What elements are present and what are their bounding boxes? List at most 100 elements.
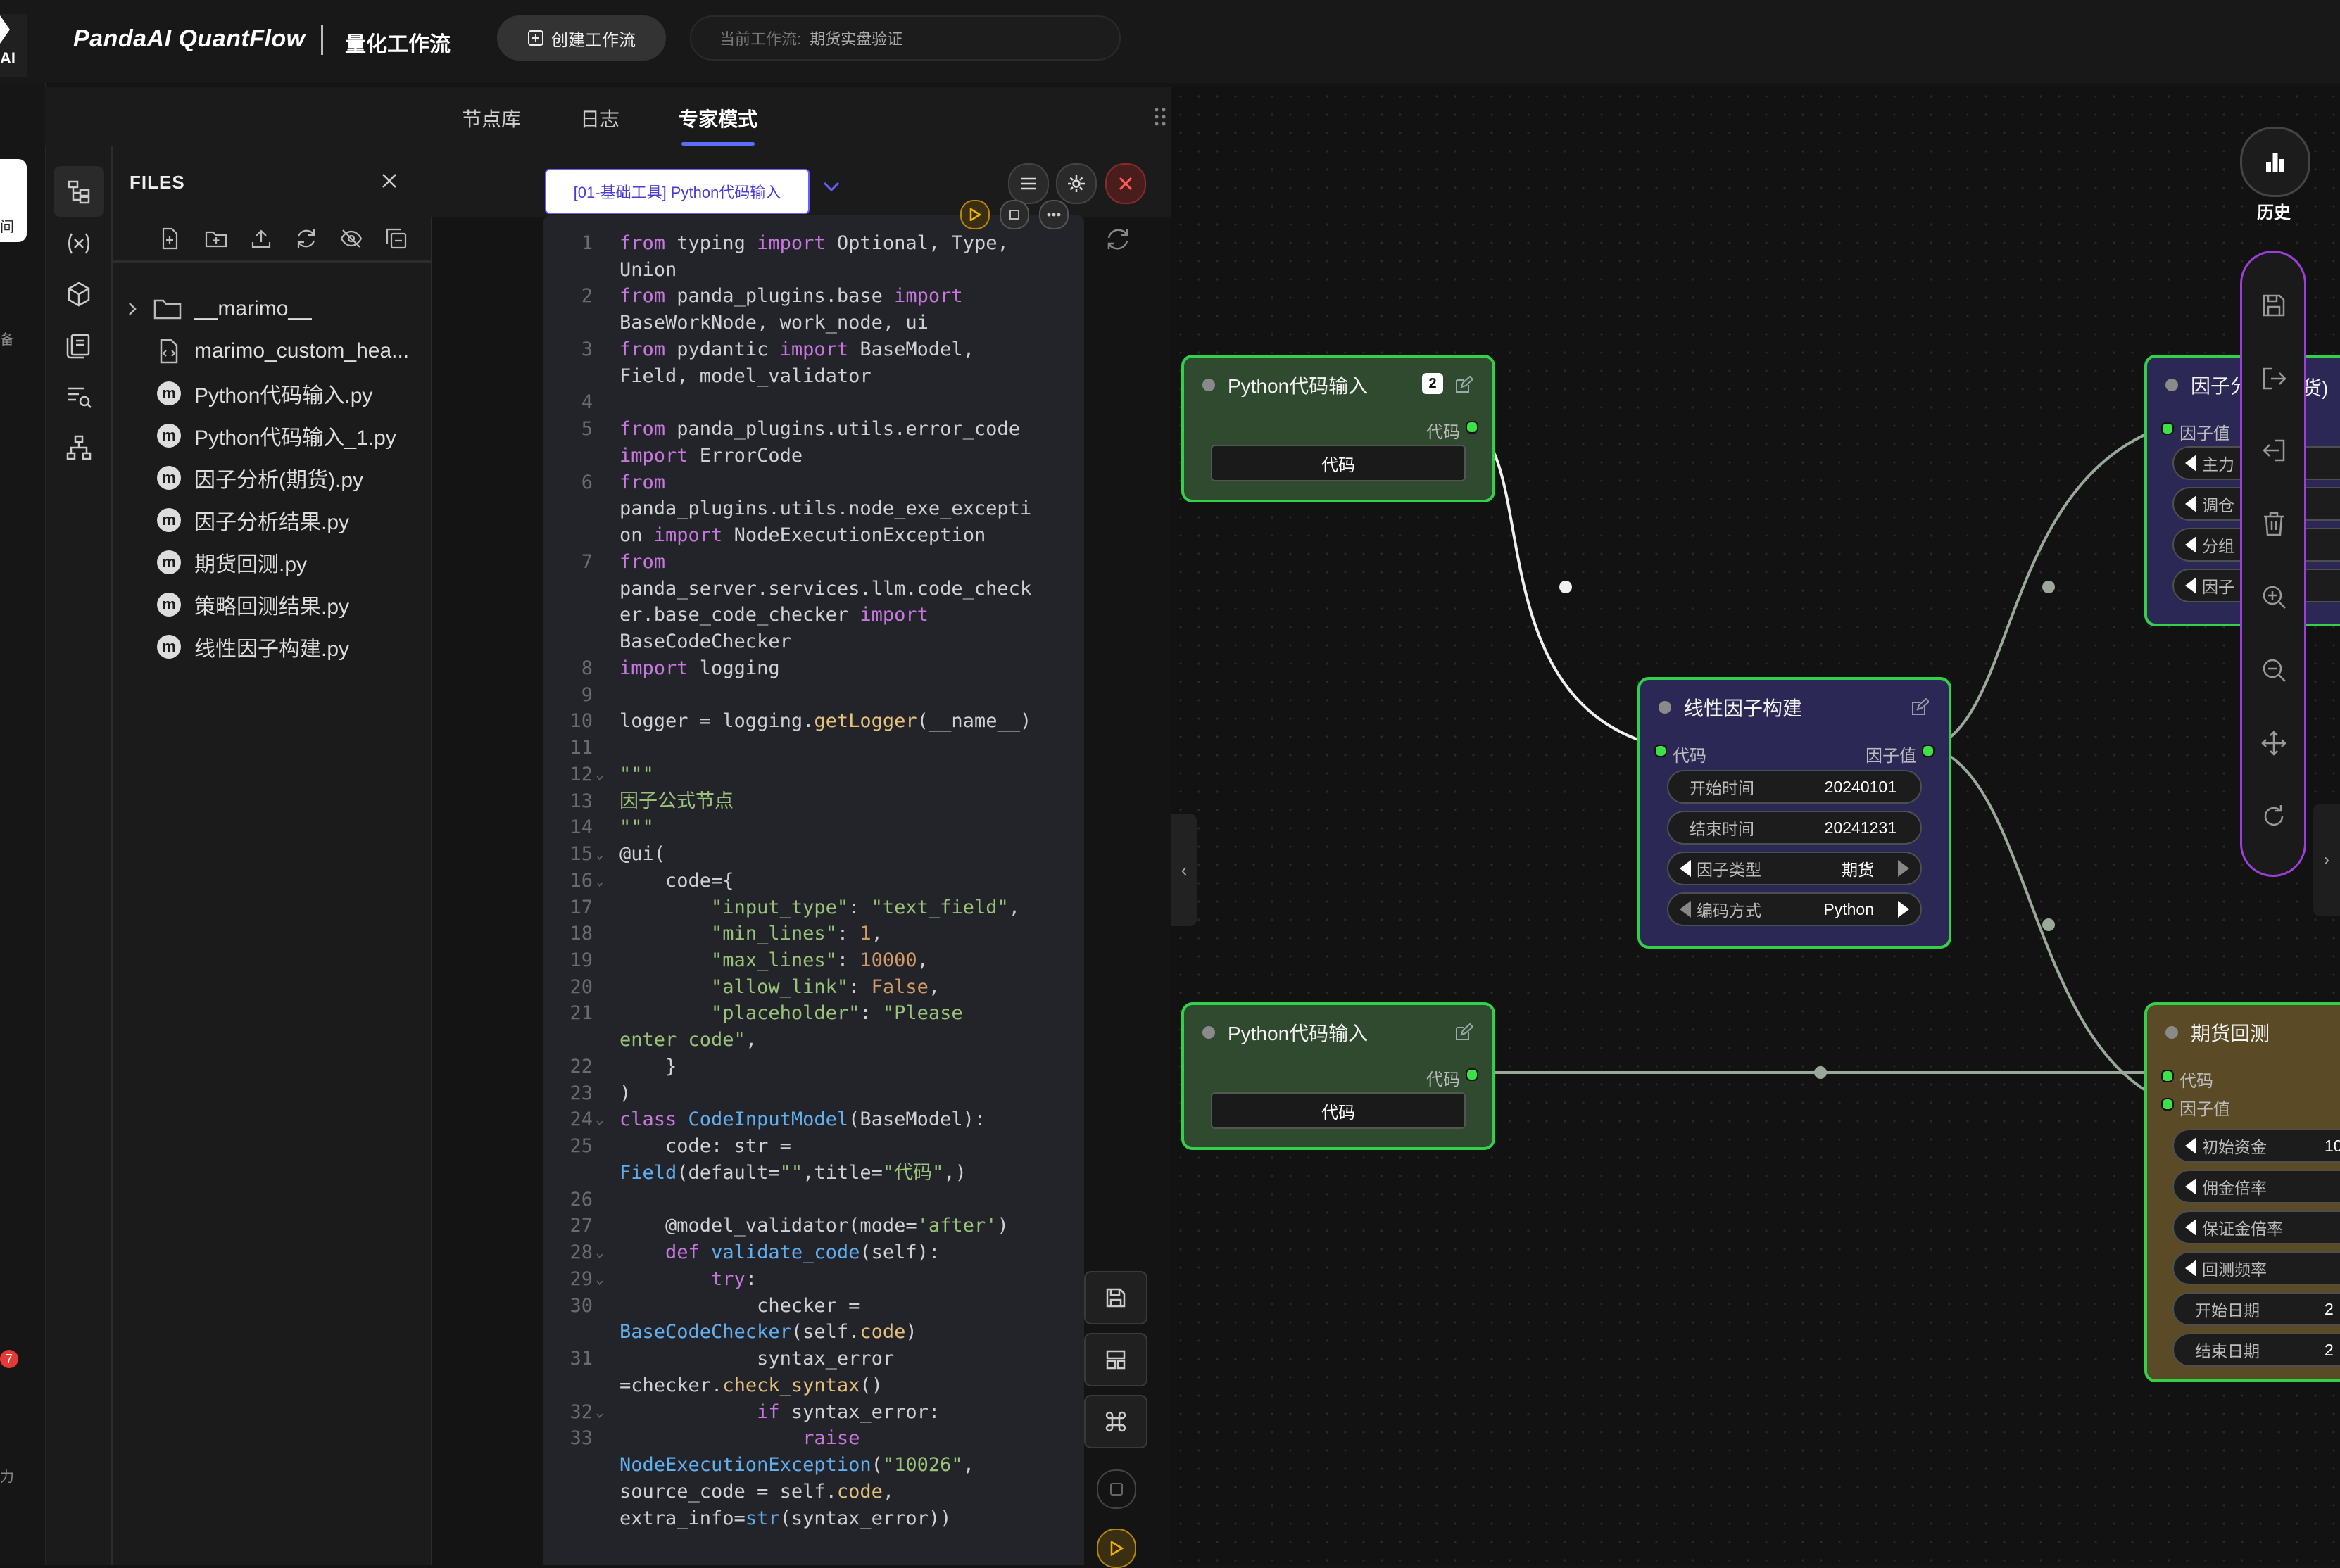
code-field-button[interactable]: 代码 — [1211, 1092, 1466, 1129]
file-item[interactable]: marimo_custom_hea... — [127, 334, 409, 369]
app-logo[interactable]: AI — [0, 14, 27, 77]
code-line[interactable]: 25 code: str = — [543, 1132, 1078, 1160]
code-line[interactable]: 12⌄""" — [543, 761, 1078, 788]
arrow-left-icon[interactable] — [2185, 1219, 2196, 1236]
documentation-icon[interactable] — [65, 331, 93, 359]
zoom-out-icon[interactable] — [2260, 656, 2288, 684]
code-line[interactable]: Field, model_validator — [543, 362, 1078, 390]
tab-expert-mode[interactable]: 专家模式 — [679, 108, 758, 130]
param-factor-type[interactable]: 因子类型期货 — [1667, 852, 1922, 885]
code-line[interactable]: 30 checker = — [543, 1292, 1078, 1320]
edit-icon[interactable] — [1454, 1023, 1473, 1042]
zoom-in-icon[interactable] — [2260, 583, 2288, 611]
code-line[interactable]: =checker.check_syntax() — [543, 1372, 1078, 1399]
history-button[interactable] — [2240, 127, 2310, 197]
save-button[interactable] — [1084, 1271, 1147, 1324]
arrow-left-icon[interactable] — [2185, 536, 2196, 553]
tab-node-library[interactable]: 节点库 — [462, 108, 522, 130]
code-line[interactable]: panda_plugins.utils.node_exe_excepti — [543, 495, 1078, 522]
fold-chevron-icon[interactable]: ⌄ — [596, 1270, 605, 1287]
fold-chevron-icon[interactable]: ⌄ — [596, 765, 605, 783]
code-line[interactable]: import ErrorCode — [543, 442, 1078, 469]
code-line[interactable]: 31 syntax_error — [543, 1345, 1078, 1372]
tab-logs[interactable]: 日志 — [580, 108, 620, 130]
move-icon[interactable] — [2260, 729, 2288, 757]
arrow-left-icon[interactable] — [2185, 495, 2196, 512]
editor-node-tab[interactable]: [01-基础工具] Python代码输入 — [545, 169, 810, 214]
hide-icon[interactable] — [339, 227, 363, 251]
param-row[interactable]: 回测频率 — [2172, 1251, 2340, 1285]
node-python-input-2[interactable]: Python代码输入 代码 代码 — [1181, 1002, 1495, 1150]
dependency-graph-icon[interactable] — [65, 434, 93, 462]
code-line[interactable]: BaseWorkNode, work_node, ui — [543, 309, 1078, 336]
code-line[interactable]: 32⌄ if syntax_error: — [543, 1398, 1078, 1426]
close-editor-button[interactable] — [1105, 163, 1146, 204]
reset-icon[interactable] — [2260, 802, 2288, 830]
output-port-code[interactable] — [1466, 421, 1478, 434]
code-line[interactable]: 9 — [543, 681, 1078, 709]
output-port-code[interactable] — [1466, 1068, 1478, 1081]
settings-button[interactable] — [1056, 163, 1097, 204]
code-line[interactable]: 16⌄ code={ — [543, 867, 1078, 894]
fold-chevron-icon[interactable]: ⌄ — [596, 1403, 605, 1420]
code-line[interactable]: 23) — [543, 1080, 1078, 1107]
code-line[interactable]: 22 } — [543, 1053, 1078, 1080]
folder-item[interactable]: __marimo__ — [127, 291, 312, 327]
node-futures-backtest[interactable]: 期货回测 代码 因子值 初始资金1000佣金倍率保证金倍率回测频率开始日期2结束… — [2144, 1002, 2340, 1382]
code-line[interactable]: 26 — [543, 1186, 1078, 1213]
code-line[interactable]: source_code = self.code, — [543, 1478, 1078, 1505]
code-line[interactable]: enter code", — [543, 1026, 1078, 1054]
search-list-icon[interactable] — [65, 383, 93, 411]
code-line[interactable]: er.base_code_checker import — [543, 601, 1078, 628]
expand-right-panel-handle[interactable]: › — [2313, 804, 2340, 916]
code-line[interactable]: 28⌄ def validate_code(self): — [543, 1239, 1078, 1266]
code-line[interactable]: panda_server.services.llm.code_check — [543, 575, 1078, 602]
input-port-factor[interactable] — [2161, 422, 2174, 435]
node-python-input-1[interactable]: Python代码输入 2 代码 代码 — [1181, 355, 1495, 502]
collapse-all-icon[interactable] — [384, 227, 408, 251]
arrow-left-icon[interactable] — [2185, 1178, 2196, 1195]
code-line[interactable]: Union — [543, 256, 1078, 284]
edge-linear-to-futures[interactable] — [1931, 746, 2166, 1102]
export-icon[interactable] — [2260, 365, 2288, 393]
run-cell-button[interactable] — [960, 200, 990, 229]
code-line[interactable]: extra_info=str(syntax_error)) — [543, 1505, 1078, 1532]
fold-chevron-icon[interactable]: ⌄ — [596, 871, 605, 889]
upload-icon[interactable] — [249, 227, 273, 251]
code-editor[interactable] — [543, 215, 1084, 1565]
code-line[interactable]: 17 "input_type": "text_field", — [543, 894, 1078, 921]
layout-button[interactable] — [1084, 1333, 1147, 1386]
code-line[interactable]: 14""" — [543, 814, 1078, 841]
code-line[interactable]: 4 — [543, 388, 1078, 416]
code-line[interactable]: NodeExecutionException("10026", — [543, 1451, 1078, 1479]
arrow-right-icon[interactable] — [1898, 901, 1909, 918]
variables-icon[interactable] — [65, 229, 93, 258]
package-icon[interactable] — [65, 280, 93, 308]
stop-all-button[interactable] — [1097, 1469, 1136, 1509]
input-port-factor[interactable] — [2161, 1098, 2174, 1111]
new-folder-icon[interactable] — [204, 227, 228, 251]
code-field-button[interactable]: 代码 — [1211, 445, 1466, 481]
rail-item-active[interactable]: 间 — [0, 159, 27, 242]
code-line[interactable]: 20 "allow_link": False, — [543, 973, 1078, 1001]
create-workflow-button[interactable]: 创建工作流 — [497, 15, 666, 61]
code-line[interactable]: 18 "min_lines": 1, — [543, 920, 1078, 947]
code-line[interactable]: 27 @model_validator(mode='after') — [543, 1212, 1078, 1239]
input-port-code[interactable] — [1654, 745, 1667, 757]
code-line[interactable]: on import NodeExecutionException — [543, 521, 1078, 549]
code-line[interactable]: BaseCodeChecker — [543, 628, 1078, 655]
